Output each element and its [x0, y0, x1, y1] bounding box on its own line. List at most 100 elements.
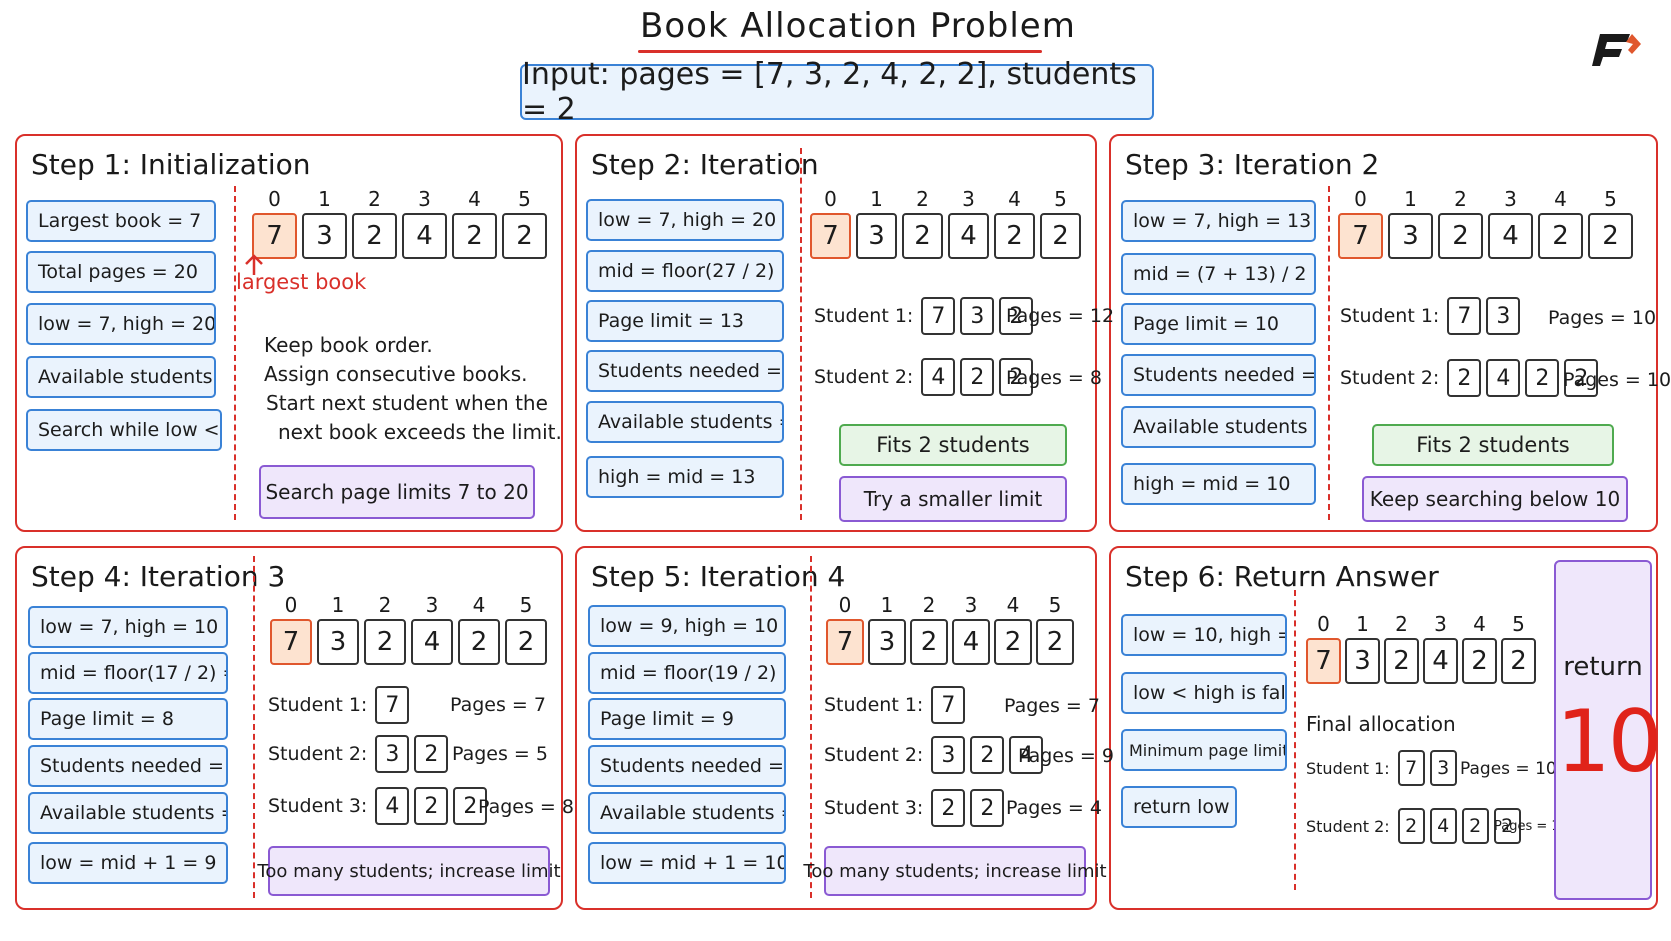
book-cell: 2 [1447, 359, 1482, 397]
array-index: 1 [870, 187, 883, 211]
array-index: 3 [1434, 612, 1447, 636]
step2-action: Try a smaller limit [839, 476, 1067, 522]
largest-book-label: largest book [236, 270, 367, 294]
array-index: 0 [838, 593, 852, 617]
array-index: 2 [368, 187, 381, 211]
array-index: 2 [1395, 612, 1408, 636]
step5-box: Page limit = 9 [588, 698, 786, 740]
step1-box: Largest book = 7 [26, 200, 216, 242]
array-index: 5 [1604, 187, 1617, 211]
array-cell: 2 [1438, 213, 1483, 259]
step4-divider [253, 556, 255, 898]
pages-total: Pages = 9 [1018, 745, 1114, 767]
student-label: Student 2: [814, 366, 914, 388]
array-index: 3 [964, 593, 978, 617]
pages-total: Pages = 12 [1006, 305, 1115, 327]
book-cell: 7 [931, 686, 966, 724]
book-cell: 4 [1429, 808, 1457, 844]
student-row: Student 1: 7 [824, 686, 966, 724]
book-cell: 4 [921, 358, 956, 396]
array-cell: 2 [352, 213, 397, 259]
step1-note: next book exceeds the limit. [278, 420, 562, 444]
step5-box: low = mid + 1 = 10 [588, 842, 786, 884]
step5-box: Students needed = 3 [588, 745, 786, 787]
array-index: 3 [418, 187, 431, 211]
pages-total: Pages = 5 [452, 743, 548, 765]
array-cell: 3 [868, 619, 906, 665]
student-label: Student 3: [268, 795, 368, 817]
array-cell-highlighted: 7 [826, 619, 864, 665]
pages-total: Pages = 7 [1004, 695, 1100, 717]
array-cell-highlighted: 7 [1306, 638, 1341, 684]
student-label: Student 1: [1340, 305, 1440, 327]
step1-action: Search page limits 7 to 20 [259, 465, 535, 519]
step5-box: low = 9, high = 10 [588, 605, 786, 647]
student-label: Student 1: [1306, 758, 1390, 778]
book-cell: 2 [970, 736, 1005, 774]
final-allocation-label: Final allocation [1306, 712, 1456, 736]
array-cell: 3 [1388, 213, 1433, 259]
array-index: 1 [880, 593, 894, 617]
array-cell: 2 [502, 213, 547, 259]
book-cell: 4 [375, 787, 410, 825]
array-cell: 2 [1538, 213, 1583, 259]
book-cell: 2 [1461, 808, 1489, 844]
array-cell: 3 [1345, 638, 1380, 684]
array-index: 4 [472, 593, 486, 617]
step3-box: Available students = 2 [1121, 406, 1316, 448]
step4-action: Too many students; increase limit [257, 846, 561, 896]
step6-divider [1294, 590, 1296, 890]
array-index: 1 [1404, 187, 1417, 211]
array-index: 2 [916, 187, 929, 211]
book-cell: 3 [931, 736, 966, 774]
student-label: Student 1: [824, 694, 924, 716]
book-cell: 3 [1429, 750, 1457, 786]
array-index: 4 [468, 187, 481, 211]
array-cell: 4 [948, 213, 989, 259]
array-cell: 4 [411, 619, 453, 665]
array-cell: 2 [994, 619, 1032, 665]
step5-title: Step 5: Iteration 4 [591, 560, 846, 593]
array-cell: 4 [952, 619, 990, 665]
step1-box: Search while low < high [26, 409, 222, 451]
step2-box: Page limit = 13 [586, 300, 784, 342]
array-cell: 2 [452, 213, 497, 259]
step3-result: Fits 2 students [1372, 424, 1614, 466]
step3-title: Step 3: Iteration 2 [1125, 148, 1380, 181]
step2-box: low = 7, high = 20 [586, 199, 784, 241]
book-cell: 2 [453, 787, 488, 825]
array-index: 2 [378, 593, 392, 617]
step3-box: low = 7, high = 13 [1121, 200, 1316, 242]
array-cell: 2 [1462, 638, 1497, 684]
pages-total: Pages = 10 [1548, 307, 1657, 329]
student-label: Student 1: [268, 694, 368, 716]
page-title: Book Allocation Problem [640, 6, 1076, 46]
book-cell: 3 [960, 297, 995, 335]
step1-title: Step 1: Initialization [31, 148, 311, 181]
array-cell: 2 [1040, 213, 1081, 259]
step5-divider [810, 556, 812, 898]
student-books: 7 [375, 686, 410, 724]
student-label: Student 2: [824, 744, 924, 766]
array-cell: 3 [317, 619, 359, 665]
student-label: Student 2: [1340, 367, 1440, 389]
book-cell: 2 [1493, 808, 1521, 844]
student-books: 7 [931, 686, 966, 724]
step3-action: Keep searching below 10 [1362, 476, 1628, 522]
array-index: 0 [1354, 187, 1367, 211]
step5-action: Too many students; increase limit [803, 846, 1107, 896]
array-cell-highlighted: 7 [810, 213, 851, 259]
book-cell: 3 [375, 735, 410, 773]
array-cell-highlighted: 7 [270, 619, 312, 665]
array-index: 4 [1554, 187, 1567, 211]
pages-total: Pages = 10 [1563, 369, 1671, 391]
student-label: Student 2: [268, 743, 368, 765]
